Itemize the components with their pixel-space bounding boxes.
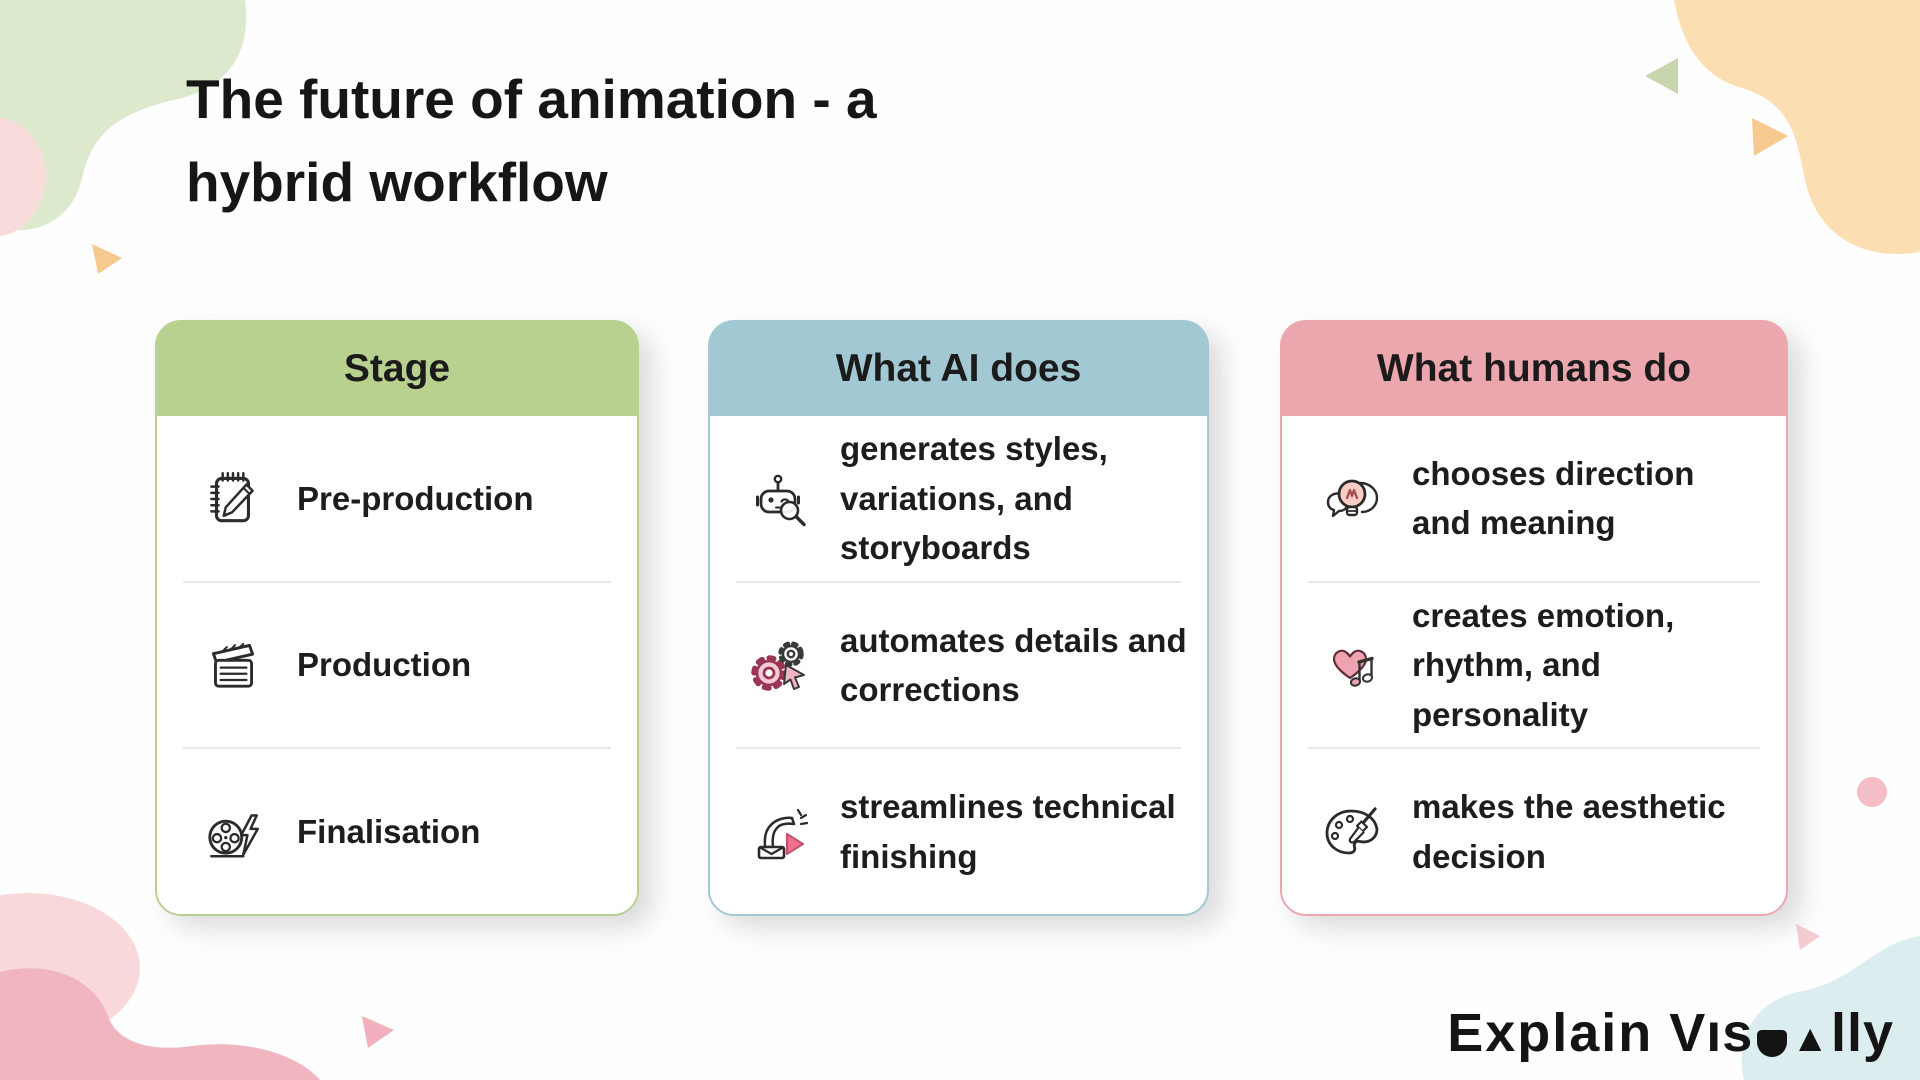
robot-magnifier-icon <box>744 466 816 530</box>
pink-triangle-bottom-left <box>362 1016 394 1048</box>
green-triangle-top-right <box>1645 58 1678 94</box>
table-row: Finalisation <box>157 749 637 914</box>
stage-column-body: Pre-production Production <box>157 416 637 914</box>
ai-column-body: generates styles, variations, and storyb… <box>710 416 1207 914</box>
table-row: generates styles, variations, and storyb… <box>710 416 1207 581</box>
humans-column-body: chooses direction and meaning creates em… <box>1282 416 1786 914</box>
palette-brush-icon <box>1316 800 1388 864</box>
ai-column-header: What AI does <box>710 322 1207 416</box>
table-row: creates emotion, rhythm, and personality <box>1282 583 1786 748</box>
logo-vis-text: Vıs <box>1669 1003 1754 1063</box>
logo-explain-text: Explain <box>1447 1003 1654 1063</box>
table-row: chooses direction and meaning <box>1282 416 1786 581</box>
humans-column-card: What humans do chooses direction and mea… <box>1280 320 1788 916</box>
ai-task: streamlines technical finishing <box>840 788 1176 875</box>
heart-music-note-icon <box>1316 633 1388 697</box>
gears-cursor-icon <box>744 633 816 697</box>
humans-column-header: What humans do <box>1282 322 1786 416</box>
notepad-pencil-icon <box>197 465 269 531</box>
film-reel-lightning-icon <box>197 799 269 865</box>
clapperboard-icon <box>197 632 269 698</box>
row-divider <box>1308 580 1760 583</box>
table-row: automates details and corrections <box>710 583 1207 748</box>
row-divider <box>1308 747 1760 750</box>
table-row: Pre-production <box>157 416 637 581</box>
row-divider <box>183 580 611 583</box>
peach-triangle-top-right <box>1752 118 1788 156</box>
pink-dot-right <box>1857 777 1887 807</box>
robot-arm-play-icon <box>744 800 816 864</box>
stage-column-header: Stage <box>157 322 637 416</box>
human-task: chooses direction and meaning <box>1412 454 1695 542</box>
pink-bump-left <box>0 118 47 236</box>
page-title: The future of animation - a hybrid workf… <box>186 68 877 213</box>
table-row: streamlines technical finishing <box>710 749 1207 914</box>
row-divider <box>736 747 1181 750</box>
logo-a-triangle-glyph: ▲ <box>1791 1018 1830 1060</box>
row-divider <box>183 747 611 750</box>
pink-triangle-bottom-right <box>1796 924 1820 950</box>
explain-visually-logo: Explain Vıs ▲ lly <box>1447 1002 1894 1064</box>
table-row: Production <box>157 583 637 748</box>
row-divider <box>736 580 1181 583</box>
stage-label: Production <box>297 646 472 684</box>
peach-triangle-left <box>92 244 122 274</box>
stage-label: Pre-production <box>297 479 534 517</box>
ai-column-card: What AI does <box>708 320 1209 916</box>
ai-task: generates styles, variations, and storyb… <box>840 430 1108 567</box>
human-task: makes the aesthetic decision <box>1412 788 1726 875</box>
logo-u-bowl-glyph <box>1757 1030 1788 1057</box>
lightbulb-speech-icon <box>1316 466 1388 530</box>
human-task: creates emotion, rhythm, and personality <box>1412 596 1675 733</box>
stage-label: Finalisation <box>297 812 481 850</box>
pink-blob-bottom-left <box>0 968 320 1080</box>
stage-column-card: Stage Pre-production <box>155 320 639 916</box>
logo-lly-text: lly <box>1830 1003 1894 1063</box>
green-blob-top-left <box>0 0 247 231</box>
table-row: makes the aesthetic decision <box>1282 749 1786 914</box>
peach-blob-top-right <box>1674 0 1920 255</box>
ai-task: automates details and corrections <box>840 621 1187 709</box>
